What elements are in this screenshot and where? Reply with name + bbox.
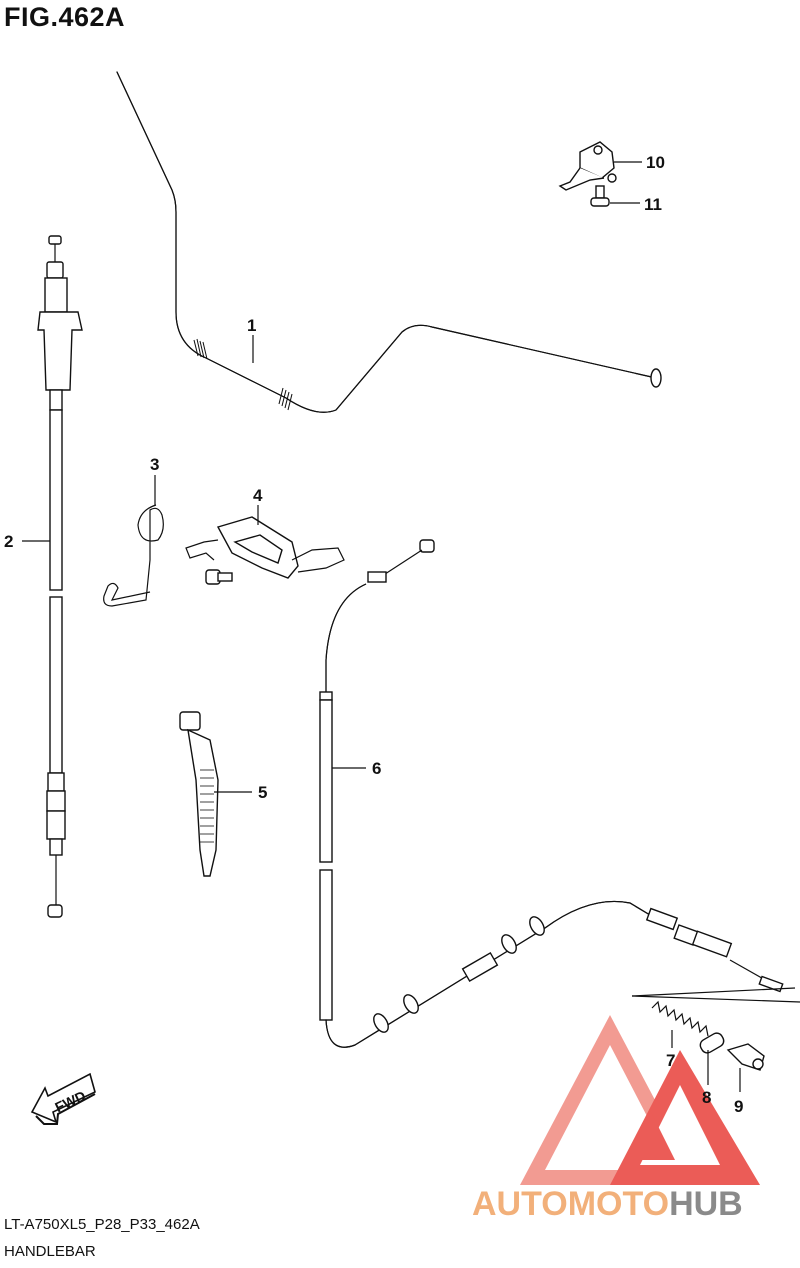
bracket-part — [558, 141, 617, 191]
callout-9: 9 — [734, 1097, 743, 1116]
watermark-brand: AUTOMOTOHUB — [472, 1185, 743, 1223]
watermark-logo — [520, 1015, 760, 1185]
brake-cable-part — [319, 539, 784, 1048]
model-code: LT-A750XL5_P28_P33_462A — [4, 1216, 200, 1233]
callout-1: 1 — [247, 316, 256, 335]
callout-2: 2 — [4, 532, 13, 551]
fwd-arrow-icon: FWD — [30, 1072, 96, 1125]
handlebar-part — [116, 71, 662, 413]
callout-6: 6 — [372, 759, 381, 778]
callout-3: 3 — [150, 455, 159, 474]
holder-part — [185, 516, 345, 585]
clip-part — [103, 504, 164, 607]
callout-8: 8 — [702, 1088, 711, 1107]
callout-7: 7 — [666, 1051, 675, 1070]
throttle-cable-part — [37, 235, 83, 918]
spring-part — [651, 1000, 709, 1037]
callout-11: 11 — [644, 195, 662, 214]
adjuster-nut-part — [699, 1032, 725, 1054]
cable-end-part — [726, 1043, 765, 1071]
callout-5: 5 — [258, 783, 267, 802]
callout-4: 4 — [253, 486, 263, 505]
section-name: HANDLEBAR — [4, 1243, 96, 1260]
figure-title: FIG.462A — [4, 2, 126, 32]
cable-tie-part — [179, 711, 219, 877]
screw-part — [590, 185, 610, 207]
callout-10: 10 — [646, 153, 665, 172]
